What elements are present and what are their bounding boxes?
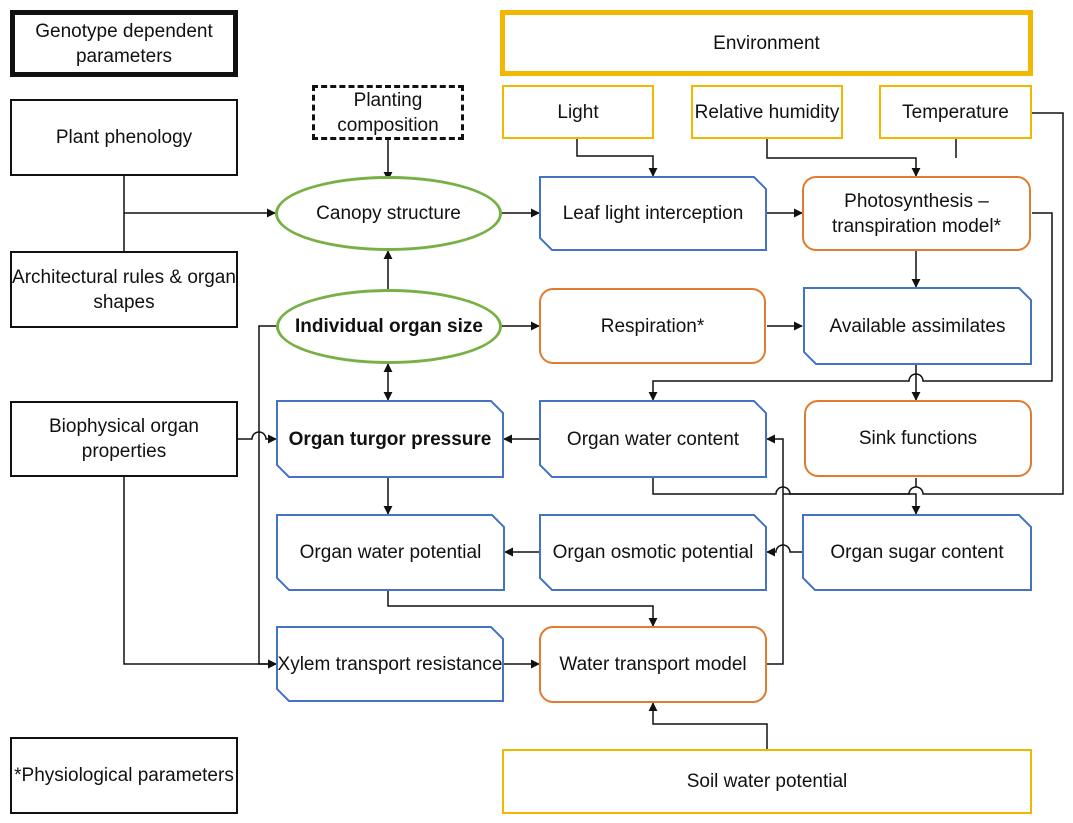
legend-phenology-label: Plant phenology xyxy=(55,127,193,148)
water-potential-to-transport-line xyxy=(387,591,658,627)
humidity-label: Relative humidity xyxy=(694,101,840,123)
light-label: Light xyxy=(557,101,599,123)
sugar-to-osmotic-line xyxy=(766,544,802,557)
photosynthesis-transpiration-node: Photosynthesis – transpiration model* xyxy=(802,176,1031,251)
organ-water-potential-shape xyxy=(276,514,505,591)
organ-size-feedback-line xyxy=(258,325,277,669)
canopy-structure-node: Canopy structure xyxy=(275,176,502,251)
xylem-transport-resistance-shape xyxy=(276,626,504,702)
organ-osmotic-potential-shape xyxy=(539,514,767,591)
organ-water-content-node: Organ water content xyxy=(539,400,767,478)
organ-osmotic-potential-node: Organ osmotic potential xyxy=(539,514,767,591)
organ-sugar-content-label: Organ sugar content xyxy=(830,542,1004,563)
legend-phenology-box: Plant phenology xyxy=(10,99,238,176)
legend-biophysical-box: Biophysical organ properties xyxy=(10,401,238,477)
organ-water-potential-node: Organ water potential xyxy=(276,514,505,591)
respiration-node: Respiration* xyxy=(539,288,766,364)
legend-architecture-box: Architectural rules & organ shapes xyxy=(10,251,238,328)
canopy-structure-label: Canopy structure xyxy=(316,203,461,224)
legend-physiological-label: *Physiological parameters xyxy=(14,765,234,786)
organ-osmotic-potential-label: Organ osmotic potential xyxy=(552,542,754,563)
environment-box: Environment xyxy=(500,10,1033,76)
organ-sugar-content-shape xyxy=(802,514,1032,591)
light-box: Light xyxy=(502,85,654,139)
sink-functions-label: Sink functions xyxy=(858,428,978,449)
xylem-transport-resistance-node: Xylem transport resistance xyxy=(276,626,504,702)
organ-turgor-pressure-shape xyxy=(276,400,504,478)
available-assimilates-node: Available assimilates xyxy=(803,287,1032,365)
legend-architecture-label: Architectural rules & organ shapes xyxy=(12,266,236,313)
organ-turgor-pressure-node: Organ turgor pressure xyxy=(276,400,504,478)
biophysical-to-xylem-line xyxy=(123,477,277,669)
organ-water-potential-label: Organ water potential xyxy=(299,542,482,563)
organ-water-content-shape xyxy=(539,400,767,478)
legend-genotype-label: Genotype dependent parameters xyxy=(35,20,213,67)
temperature-to-sugar-line xyxy=(783,112,1064,495)
water-transport-model-label: Water transport model xyxy=(559,654,747,675)
soil-to-transport-line xyxy=(648,702,768,749)
biophysical-to-turgor-line xyxy=(238,431,277,444)
respiration-label: Respiration* xyxy=(600,315,705,337)
environment-label: Environment xyxy=(713,32,820,54)
organ-sugar-content-node: Organ sugar content xyxy=(802,514,1032,591)
organ-turgor-pressure-label: Organ turgor pressure xyxy=(288,428,492,450)
temperature-label: Temperature xyxy=(902,101,1009,123)
xylem-transport-resistance-label: Xylem transport resistance xyxy=(277,653,503,675)
photosynthesis-transpiration-label: Photosynthesis – transpiration model* xyxy=(832,190,1001,237)
water-transport-model-node: Water transport model xyxy=(539,626,767,703)
available-assimilates-label: Available assimilates xyxy=(829,315,1006,337)
soil-water-potential-box: Soil water potential xyxy=(502,749,1032,814)
transport-to-water-content-line xyxy=(766,434,784,665)
organ-water-content-label: Organ water content xyxy=(566,428,740,450)
light-to-leaf-light-line xyxy=(576,139,658,177)
humidity-box: Relative humidity xyxy=(691,85,843,139)
soil-water-potential-label: Soil water potential xyxy=(686,771,848,792)
legend-biophysical-label: Biophysical organ properties xyxy=(49,416,199,462)
temperature-box: Temperature xyxy=(879,85,1032,139)
planting-composition-label: Planting composition xyxy=(337,89,439,136)
leaf-light-interception-label: Leaf light interception xyxy=(562,203,744,224)
leaf-light-interception-shape xyxy=(539,176,767,251)
photosynthesis-to-water-content-line xyxy=(648,212,1053,401)
leaf-light-interception-node: Leaf light interception xyxy=(539,176,767,251)
individual-organ-size-node: Individual organ size xyxy=(276,289,502,364)
legend-genotype-box: Genotype dependent parameters xyxy=(10,10,238,77)
water-content-to-sugar-line xyxy=(652,478,921,515)
individual-organ-size-label: Individual organ size xyxy=(295,316,483,337)
humidity-to-photosynthesis-line xyxy=(766,139,921,177)
planting-composition-box: Planting composition xyxy=(312,85,464,140)
legend-physiological-box: *Physiological parameters xyxy=(10,737,238,814)
phenology-to-canopy-line xyxy=(123,176,275,251)
sink-functions-node: Sink functions xyxy=(804,400,1032,477)
available-assimilates-shape xyxy=(803,287,1032,365)
